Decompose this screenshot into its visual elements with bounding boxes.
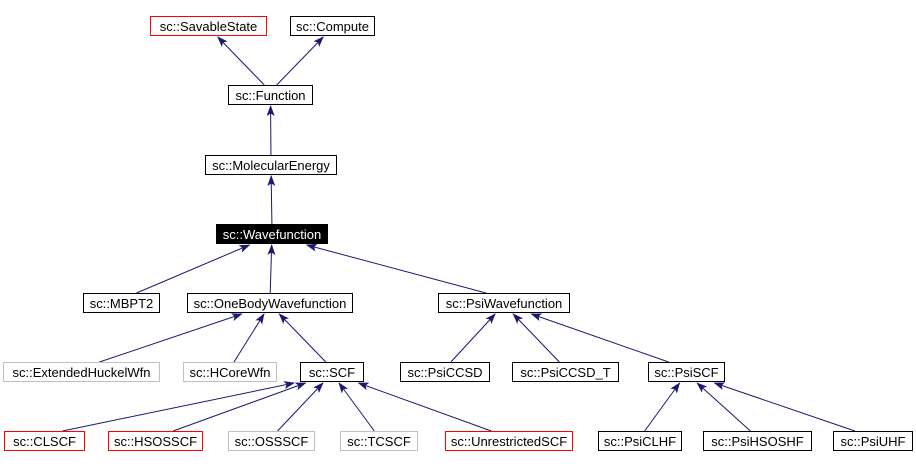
class-node-clscf[interactable]: sc::CLSCF — [4, 431, 85, 451]
class-node-scf[interactable]: sc::SCF — [300, 362, 364, 382]
class-node-savablestate[interactable]: sc::SavableState — [150, 16, 267, 36]
inheritance-edge-clscf-to-scf — [62, 381, 295, 432]
inheritance-edge-scf-to-onebody — [278, 313, 327, 363]
inheritance-edge-onebody-to-wavefunction — [267, 244, 276, 294]
class-node-tcscf: sc::TCSCF — [340, 431, 418, 451]
inheritance-edge-psiuhf-to-psiscf — [713, 382, 856, 432]
class-node-psiclhf[interactable]: sc::PsiCLHF — [598, 431, 682, 451]
inheritance-edge-tcscf-to-scf — [338, 382, 375, 432]
class-node-psiscf[interactable]: sc::PsiSCF — [648, 362, 725, 382]
class-node-function[interactable]: sc::Function — [228, 85, 313, 105]
class-node-extendedhuckelwfn: sc::ExtendedHuckelWfn — [3, 362, 160, 382]
inheritance-edge-wavefunction-to-molecularenergy — [267, 175, 276, 225]
inheritance-edge-psiccsd_t-to-psiwavefunction — [512, 313, 560, 363]
class-node-psiccsd[interactable]: sc::PsiCCSD — [400, 362, 490, 382]
inheritance-edge-psiccsd-to-psiwavefunction — [450, 313, 496, 363]
inheritance-edge-psihsoshf-to-psiscf — [696, 382, 751, 432]
class-node-psiwavefunction[interactable]: sc::PsiWavefunction — [438, 293, 570, 313]
class-node-psiccsd_t[interactable]: sc::PsiCCSD_T — [512, 362, 619, 382]
class-node-compute[interactable]: sc::Compute — [290, 16, 375, 36]
class-node-wavefunction: sc::Wavefunction — [216, 224, 328, 244]
class-node-hcorewfn: sc::HCoreWfn — [183, 362, 277, 382]
inheritance-edge-function-to-compute — [276, 36, 324, 86]
inheritance-edge-psiwavefunction-to-wavefunction — [305, 243, 487, 294]
class-node-psihsoshf[interactable]: sc::PsiHSOSHF — [703, 431, 812, 451]
class-node-molecularenergy[interactable]: sc::MolecularEnergy — [205, 155, 337, 175]
inheritance-edge-hsosscf-to-scf — [172, 382, 307, 432]
class-node-onebody[interactable]: sc::OneBodyWavefunction — [187, 293, 353, 313]
class-node-ossscf: sc::OSSSCF — [228, 431, 315, 451]
inheritance-edge-function-to-savablestate — [217, 36, 265, 86]
inheritance-edge-mbpt2-to-wavefunction — [136, 244, 251, 294]
inheritance-edge-hcorewfn-to-onebody — [233, 313, 265, 363]
inheritance-edge-psiclhf-to-psiscf — [644, 382, 681, 432]
inheritance-edge-unrestrictedscf-to-scf — [357, 382, 492, 432]
class-node-hsosscf[interactable]: sc::HSOSSCF — [108, 431, 203, 451]
inheritance-edge-extendedhuckelwfn-to-onebody — [99, 313, 243, 363]
class-node-mbpt2[interactable]: sc::MBPT2 — [83, 293, 160, 313]
class-node-psiuhf[interactable]: sc::PsiUHF — [833, 431, 913, 451]
inheritance-edge-psiscf-to-psiwavefunction — [530, 313, 669, 363]
class-node-unrestrictedscf[interactable]: sc::UnrestrictedSCF — [445, 431, 573, 451]
inheritance-edge-ossscf-to-scf — [277, 382, 324, 432]
